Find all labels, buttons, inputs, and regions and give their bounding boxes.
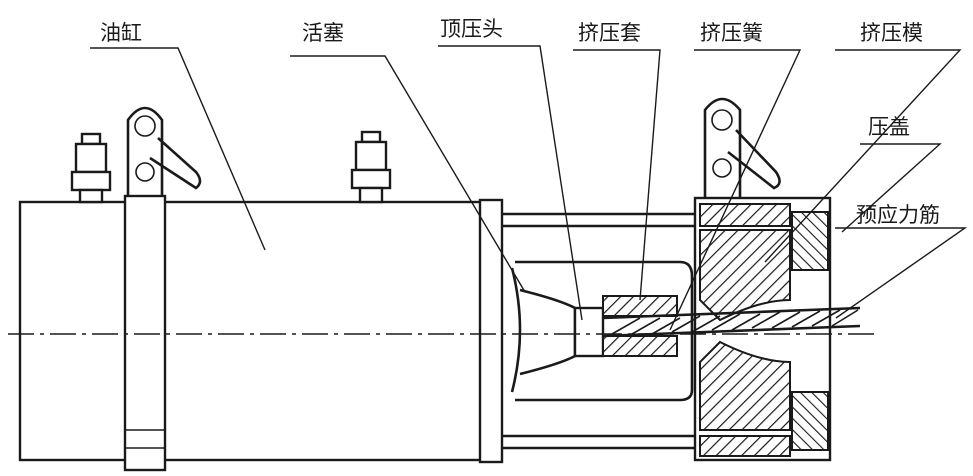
- label-extrusion-sleeve: 挤压套: [578, 21, 641, 45]
- extrusion-sleeve: [602, 295, 678, 357]
- valve-fitting-left: [70, 132, 112, 204]
- label-top-press-head: 顶压头: [440, 17, 503, 41]
- label-piston: 活塞: [302, 21, 344, 45]
- piston: [510, 267, 605, 393]
- cylinder-body: [18, 194, 504, 472]
- label-cylinder: 油缸: [100, 21, 142, 45]
- extrusion-die-block: [693, 196, 832, 462]
- valve-fitting-right: [350, 130, 392, 204]
- label-extrusion-die: 挤压模: [860, 21, 923, 45]
- leader-lines: [90, 45, 968, 331]
- label-prestressed-tendon: 预应力筋: [856, 203, 940, 227]
- lifting-lug-left: [126, 106, 202, 196]
- lifting-lug-right: [703, 97, 781, 198]
- label-extrusion-spring: 挤压簧: [700, 21, 763, 45]
- label-press-cover: 压盖: [868, 115, 910, 139]
